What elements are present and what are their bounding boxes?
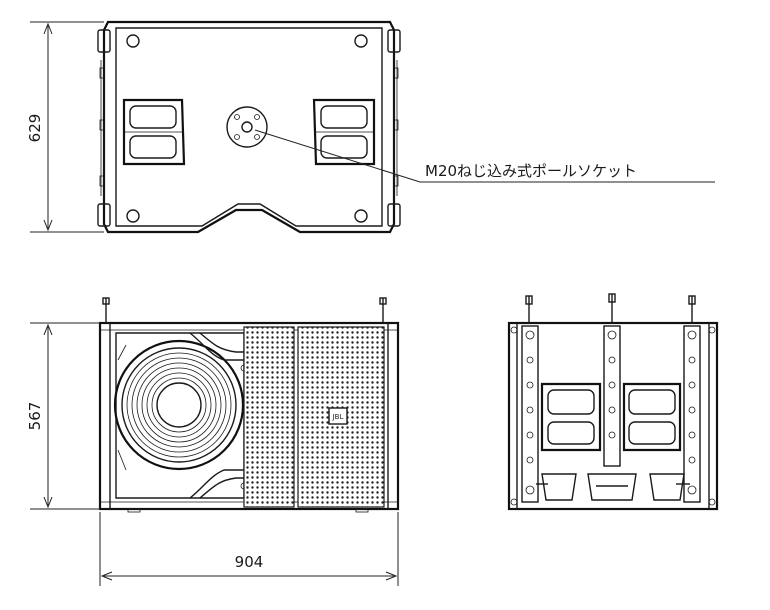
dimension-width-front [99, 512, 399, 586]
rigging-bar-center-icon [603, 325, 621, 467]
height-front-label: 567 [26, 402, 44, 431]
pole-socket-label: M20ねじ込み式ポールソケット [425, 162, 637, 180]
height-top-label: 629 [26, 114, 44, 143]
front-view: JBL 567 904 [26, 297, 400, 586]
pole-socket-icon [226, 106, 268, 148]
side-handle-right-icon [622, 382, 682, 452]
dimension-height-top [30, 21, 104, 233]
brand-badge-icon [328, 407, 348, 425]
corner-hole-icon [354, 34, 368, 48]
corner-hole-icon [126, 34, 140, 48]
rigging-bar-right-icon [683, 325, 701, 503]
woofer-icon [113, 332, 248, 499]
handle-left-icon [122, 98, 186, 166]
width-front-label: 904 [235, 553, 264, 571]
corner-hole-icon [354, 209, 368, 223]
side-view [507, 293, 719, 511]
top-view: M20ねじ込み式ポールソケット 629 [26, 20, 715, 234]
grille-left [243, 326, 295, 508]
callout-leader [254, 129, 715, 183]
dimension-height-front [30, 322, 100, 510]
rigging-bar-left-icon [521, 325, 539, 503]
side-handle-left-icon [540, 382, 602, 452]
brand-badge-text: JBL [332, 413, 344, 421]
handle-right-icon [312, 98, 376, 166]
corner-hole-icon [126, 209, 140, 223]
